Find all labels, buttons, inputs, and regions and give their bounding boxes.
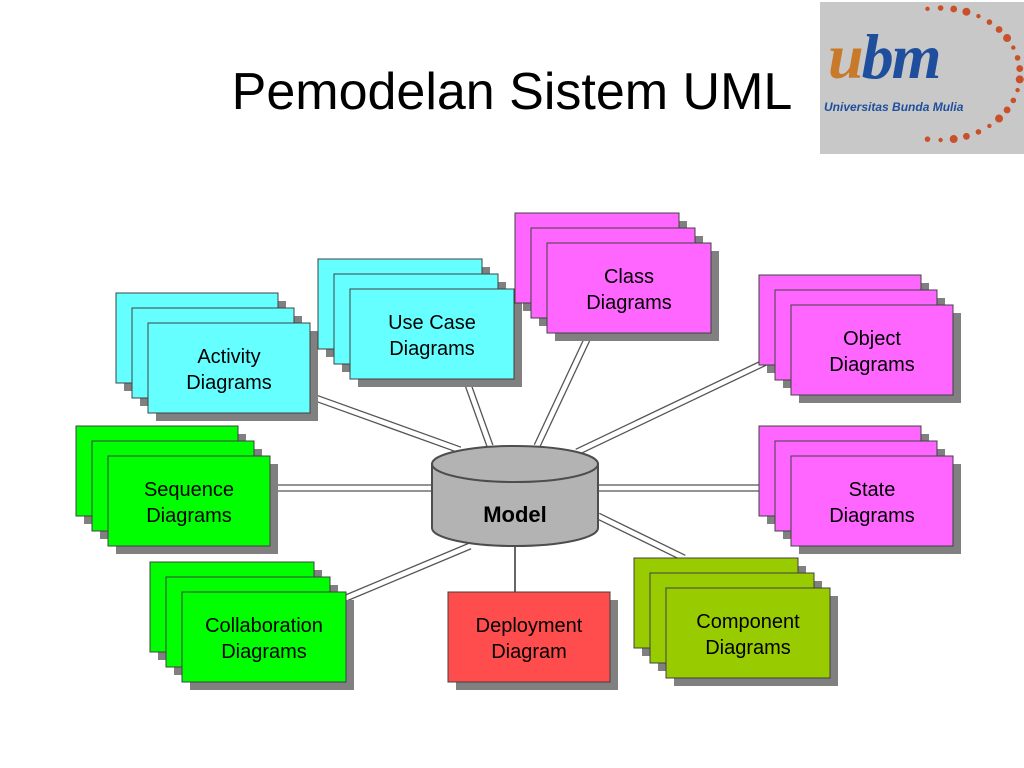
logo-dot bbox=[1003, 34, 1012, 43]
connector-activity-1 bbox=[310, 392, 462, 448]
node-state-label-line1: State bbox=[849, 479, 896, 501]
connector-use-case-2 bbox=[462, 379, 488, 448]
node-component-card-3 bbox=[665, 587, 831, 679]
node-component-label-line2: Diagrams bbox=[705, 637, 791, 659]
connector-object-1 bbox=[578, 352, 793, 456]
logo-dot bbox=[1014, 55, 1021, 61]
logo-dot bbox=[995, 114, 1004, 123]
connector-collaboration-1 bbox=[344, 542, 470, 596]
logo-dots bbox=[924, 5, 1024, 144]
node-deployment-label-line1: Deployment bbox=[476, 615, 583, 637]
logo-dot bbox=[937, 5, 944, 11]
logo-dot bbox=[963, 132, 970, 140]
node-object-card-3 bbox=[790, 304, 954, 396]
logo-dot bbox=[1010, 97, 1017, 104]
logo-letter-u: u bbox=[828, 21, 864, 92]
node-component-label-line1: Component bbox=[696, 611, 800, 633]
node-sequence-card-3 bbox=[107, 455, 271, 547]
logo-dot bbox=[924, 136, 931, 142]
node-activity-label-line2: Diagrams bbox=[186, 372, 272, 394]
model-cylinder-body bbox=[431, 463, 599, 547]
node-collaboration-label-line2: Diagrams bbox=[221, 641, 307, 663]
logo-dot bbox=[976, 13, 981, 19]
connector-object-2 bbox=[575, 346, 790, 450]
connector-class-2 bbox=[533, 331, 588, 446]
model-label: Model bbox=[483, 502, 547, 527]
logo-letters-bm: bm bbox=[861, 21, 942, 92]
connector-activity-2 bbox=[308, 398, 460, 454]
connector-component-1 bbox=[596, 518, 683, 562]
node-use-case-label-line2: Diagrams bbox=[389, 338, 475, 360]
logo-subtitle: Universitas Bunda Mulia bbox=[824, 100, 964, 114]
logo-dot bbox=[949, 135, 958, 144]
connector-collaboration-2 bbox=[346, 548, 472, 602]
university-logo: ubm Universitas Bunda Mulia bbox=[820, 2, 1024, 154]
logo-dot bbox=[938, 137, 943, 143]
node-state-label-line2: Diagrams bbox=[829, 505, 915, 527]
logo-dot bbox=[1016, 65, 1024, 72]
connector-component-2 bbox=[599, 512, 686, 556]
logo-dot bbox=[1015, 75, 1024, 84]
connector-class-1 bbox=[539, 333, 594, 448]
node-class-card-3 bbox=[546, 242, 712, 334]
node-object-label-line1: Object bbox=[843, 328, 901, 350]
logo-dot bbox=[950, 5, 958, 13]
node-use-case-label-line1: Use Case bbox=[388, 312, 476, 334]
node-sequence-label-line1: Sequence bbox=[144, 479, 234, 501]
logo-dot bbox=[987, 123, 992, 129]
node-activity-card-3 bbox=[147, 322, 311, 414]
logo-dot bbox=[1015, 87, 1020, 93]
logo-dot bbox=[1011, 45, 1016, 50]
node-collaboration-label-line1: Collaboration bbox=[205, 615, 323, 637]
logo-wordmark: ubm bbox=[828, 20, 942, 94]
model-cylinder: Model bbox=[431, 445, 599, 547]
connector-use-case-1 bbox=[468, 377, 494, 446]
logo-dot bbox=[995, 26, 1003, 33]
node-activity-label-line1: Activity bbox=[197, 346, 260, 368]
page-title: Pemodelan Sistem UML bbox=[231, 63, 793, 121]
node-deployment-label-line2: Diagram bbox=[491, 641, 567, 663]
model-cylinder-top bbox=[431, 445, 599, 483]
node-sequence-label-line2: Diagrams bbox=[146, 505, 232, 527]
node-class-label-line1: Class bbox=[604, 266, 654, 288]
logo-dot bbox=[962, 7, 971, 16]
logo-dot bbox=[1003, 106, 1011, 114]
node-state-card-3 bbox=[790, 455, 954, 547]
logo-dot bbox=[986, 19, 993, 25]
node-class-label-line2: Diagrams bbox=[586, 292, 672, 314]
node-object-label-line2: Diagrams bbox=[829, 354, 915, 376]
logo-dot bbox=[925, 6, 930, 12]
node-deployment-card-1 bbox=[447, 591, 611, 683]
node-use-case-card-3 bbox=[349, 288, 515, 380]
node-collaboration-card-3 bbox=[181, 591, 347, 683]
logo-dot bbox=[975, 129, 982, 135]
